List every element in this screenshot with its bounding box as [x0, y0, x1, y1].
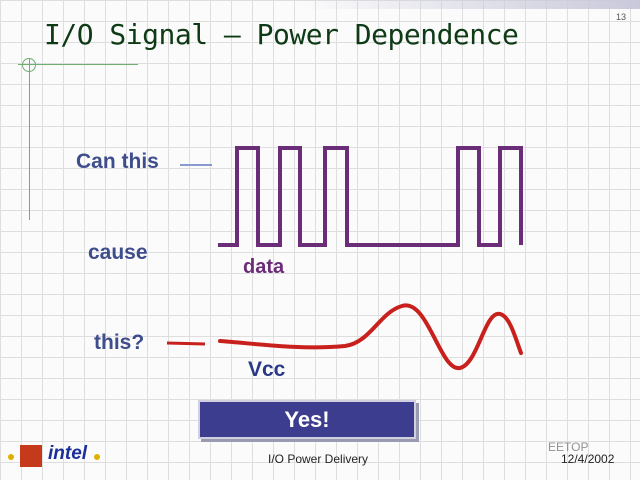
left-rule — [29, 58, 30, 220]
label-data: data — [243, 256, 285, 278]
label-can-this: Can this — [76, 150, 159, 173]
vcc-wave — [218, 303, 523, 370]
logo-dot-left — [8, 454, 14, 460]
footer-title: I/O Power Delivery — [268, 452, 369, 466]
logo-badge — [20, 445, 42, 467]
title-underline — [18, 64, 138, 65]
label-cause: cause — [88, 241, 148, 264]
slide-number: 13 — [616, 12, 627, 22]
crosshair-icon — [22, 58, 36, 72]
this-pointer — [166, 341, 206, 346]
yes-button[interactable]: Yes! — [198, 400, 416, 439]
footer-date: 12/4/2002 — [561, 452, 615, 466]
slide-title: I/O Signal – Power Dependence — [44, 18, 519, 51]
label-this: this? — [94, 331, 145, 354]
top-accent-bar — [300, 0, 640, 9]
logo-dot-right — [94, 454, 100, 460]
label-vcc: Vcc — [248, 358, 286, 381]
logo-text: intel — [48, 443, 88, 464]
watermark: EETOP — [548, 440, 589, 454]
data-square-wave — [218, 146, 523, 247]
intel-logo: intel — [8, 443, 102, 467]
